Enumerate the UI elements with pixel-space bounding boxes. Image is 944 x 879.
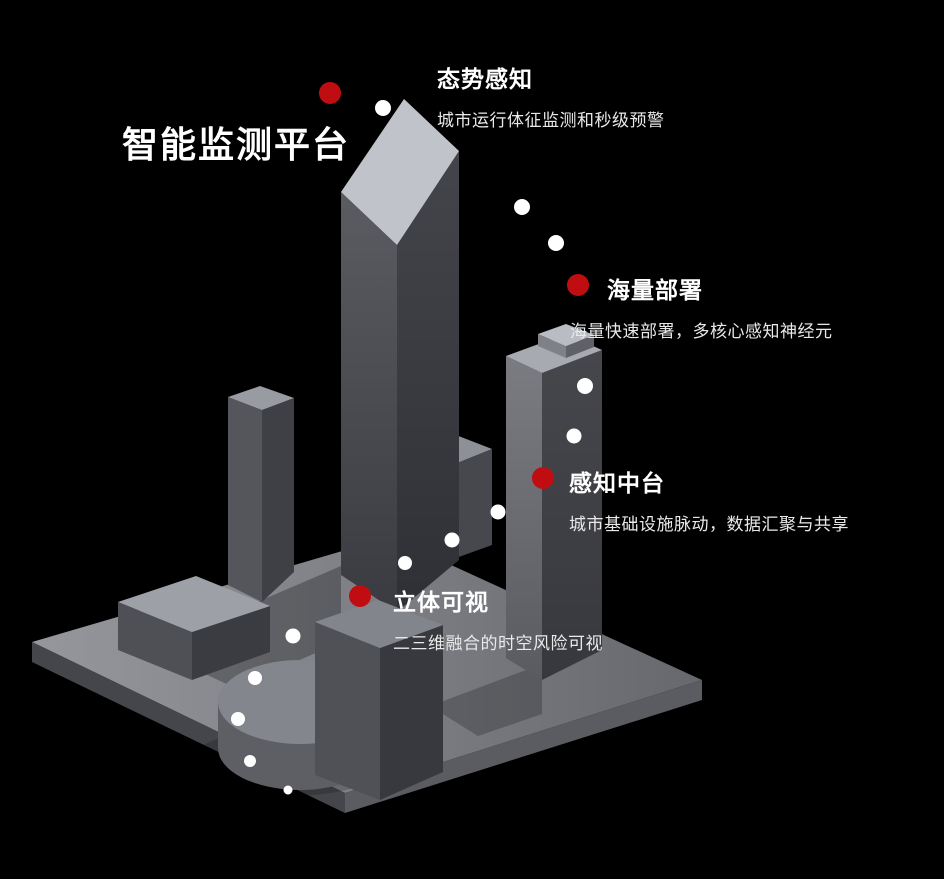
annotation-heading: 态势感知 [437,66,533,92]
trail-dot [566,428,582,444]
building-low-left [118,576,270,680]
annotation-subtitle: 城市基础设施脉动，数据汇聚与共享 [569,515,849,534]
trail-dot [490,504,506,520]
annotation-heading: 感知中台 [569,470,665,496]
trail-dot [248,671,262,685]
trail-dot [244,755,256,767]
trail-dot [548,235,564,251]
annotation-subtitle: 城市运行体征监测和秒级预警 [437,111,665,130]
trail-dot [398,556,412,570]
marker-dot-perception-platform [532,467,554,489]
tower-right [506,324,602,680]
annotation-subtitle: 二三维融合的时空风险可视 [393,634,603,653]
red-markers [319,82,589,607]
trail-dot [577,378,593,394]
trail-dot [514,199,530,215]
trail-dot [231,712,245,726]
trail-dot [375,100,391,116]
marker-dot-3d-visualization [349,585,371,607]
annotation-massive-deployment: 海量部署 海量快速部署，多核心感知神经元 [570,271,833,342]
tower-main [341,99,459,612]
annotation-subtitle: 海量快速部署，多核心感知神经元 [570,322,833,341]
annotation-situational-awareness: 态势感知 城市运行体征监测和秒级预警 [437,60,665,131]
tower-small-left [228,386,294,602]
annotation-perception-platform: 感知中台 城市基础设施脉动，数据汇聚与共享 [569,464,849,535]
dotted-trail [231,100,593,795]
annotation-3d-visualization: 立体可视 二三维融合的时空风险可视 [393,583,603,654]
trail-dot [444,532,460,548]
building-front [315,600,443,800]
marker-dot-title [319,82,341,104]
page-title: 智能监测平台 [122,124,351,165]
annotation-heading: 海量部署 [607,277,703,303]
marker-dot-massive-deployment [567,274,589,296]
trail-dot [283,785,293,795]
trail-dot [285,628,301,644]
annotation-heading: 立体可视 [393,589,489,615]
